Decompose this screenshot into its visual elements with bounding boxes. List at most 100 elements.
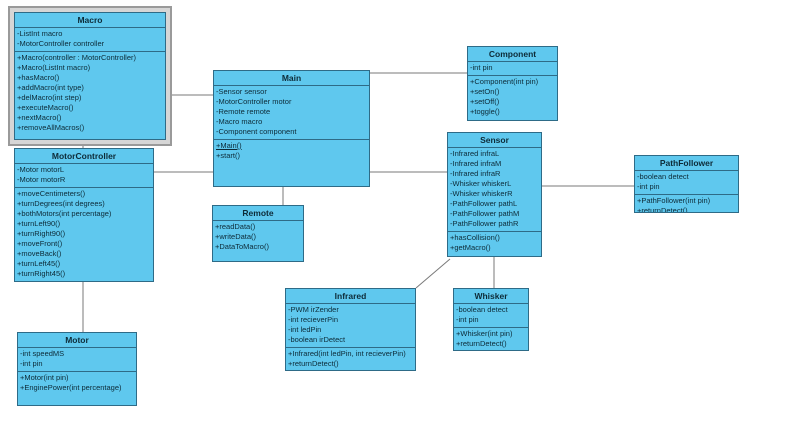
class-name-pathfollower: PathFollower	[635, 156, 738, 171]
methods-compartment-macro: +Macro(controller : MotorController)+Mac…	[15, 52, 165, 135]
method-line: +turnLeft90()	[17, 219, 61, 228]
attribute-line: -int speedMS	[20, 349, 65, 358]
method-line: +setOn()	[470, 87, 500, 96]
uml-class-macro[interactable]: Macro-ListInt macro-MotorController cont…	[14, 12, 166, 140]
method-line: +hasMacro()	[17, 73, 60, 82]
method-line: +hasCollision()	[450, 233, 500, 242]
method-line: +EnginePower(int percentage)	[20, 383, 122, 392]
attribute-line: -PathFollower pathR	[450, 219, 519, 228]
attribute-line: -MotorController motor	[216, 97, 292, 106]
attribute-line: -Motor motorL	[17, 165, 65, 174]
class-name-whisker: Whisker	[454, 289, 528, 304]
attributes-compartment-motorcontroller: -Motor motorL-Motor motorR	[15, 164, 153, 188]
connector-sensor-infrared[interactable]	[415, 258, 451, 289]
attributes-compartment-whisker: -boolean detect-int pin	[454, 304, 528, 328]
attribute-line: -MotorController controller	[17, 39, 105, 48]
uml-class-main[interactable]: Main-Sensor sensor-MotorController motor…	[213, 70, 370, 187]
method-line: +turnDegrees(int degrees)	[17, 199, 105, 208]
methods-compartment-infrared: +Infrared(int ledPin, int recieverPin)+r…	[286, 348, 415, 370]
method-line: +bothMotors(int percentage)	[17, 209, 112, 218]
uml-class-remote[interactable]: Remote+readData()+writeData()+DataToMacr…	[212, 205, 304, 262]
attribute-line: -Whisker whiskerL	[450, 179, 512, 188]
method-line: +returnDetect()	[637, 206, 688, 213]
methods-compartment-remote: +readData()+writeData()+DataToMacro()	[213, 221, 303, 254]
class-name-main: Main	[214, 71, 369, 86]
method-line: +executeMacro()	[17, 103, 74, 112]
methods-compartment-motor: +Motor(int pin)+EnginePower(int percenta…	[18, 372, 136, 395]
attribute-line: -Infrared infraL	[450, 149, 500, 158]
uml-class-sensor[interactable]: Sensor-Infrared infraL-Infrared infraM-I…	[447, 132, 542, 257]
uml-class-pathfollower[interactable]: PathFollower-boolean detect-int pin+Path…	[634, 155, 739, 213]
attribute-line: -int ledPin	[288, 325, 322, 334]
method-line: +turnRight90()	[17, 229, 66, 238]
attributes-compartment-main: -Sensor sensor-MotorController motor-Rem…	[214, 86, 369, 140]
methods-compartment-main: +Main()+start()	[214, 140, 369, 163]
method-line: +nextMacro()	[17, 113, 62, 122]
method-line: +returnDetect()	[456, 339, 507, 348]
methods-compartment-whisker: +Whisker(int pin)+returnDetect()	[454, 328, 528, 350]
method-line: +turnRight45()	[17, 269, 66, 278]
method-line: +moveBack()	[17, 249, 62, 258]
class-name-motor: Motor	[18, 333, 136, 348]
class-name-sensor: Sensor	[448, 133, 541, 148]
method-line: +readData()	[215, 222, 256, 231]
attribute-line: -int pin	[456, 315, 479, 324]
uml-class-infrared[interactable]: Infrared-PWM irZender-int recieverPin-in…	[285, 288, 416, 371]
class-name-motorcontroller: MotorController	[15, 149, 153, 164]
attribute-line: -int recieverPin	[288, 315, 339, 324]
method-line: +setOff()	[470, 97, 500, 106]
methods-compartment-motorcontroller: +moveCentimeters()+turnDegrees(int degre…	[15, 188, 153, 281]
methods-compartment-pathfollower: +PathFollower(int pin)+returnDetect()	[635, 195, 738, 213]
method-line: +start()	[216, 151, 240, 160]
method-line: +addMacro(int type)	[17, 83, 84, 92]
method-line: +removeAllMacros()	[17, 123, 85, 132]
attribute-line: -Sensor sensor	[216, 87, 267, 96]
method-line: +Whisker(int pin)	[456, 329, 513, 338]
attributes-compartment-component: -int pin	[468, 62, 557, 76]
method-line: +turnLeft45()	[17, 259, 61, 268]
attribute-line: -Macro macro	[216, 117, 263, 126]
attributes-compartment-macro: -ListInt macro-MotorController controlle…	[15, 28, 165, 52]
attributes-compartment-infrared: -PWM irZender-int recieverPin-int ledPin…	[286, 304, 415, 348]
method-line: +Infrared(int ledPin, int recieverPin)	[288, 349, 406, 358]
method-line: +getMacro()	[450, 243, 491, 252]
attribute-line: -Motor motorR	[17, 175, 66, 184]
attribute-line: -Remote remote	[216, 107, 271, 116]
method-line: +writeData()	[215, 232, 257, 241]
class-name-infrared: Infrared	[286, 289, 415, 304]
attribute-line: -PathFollower pathL	[450, 199, 518, 208]
class-name-macro: Macro	[15, 13, 165, 28]
method-line: +Main()	[216, 141, 242, 150]
attribute-line: -Component component	[216, 127, 297, 136]
attribute-line: -int pin	[20, 359, 43, 368]
method-line: +PathFollower(int pin)	[637, 196, 711, 205]
attribute-line: -int pin	[637, 182, 660, 191]
uml-class-motorcontroller[interactable]: MotorController-Motor motorL-Motor motor…	[14, 148, 154, 282]
attribute-line: -boolean irDetect	[288, 335, 346, 344]
attribute-line: -int pin	[470, 63, 493, 72]
uml-class-whisker[interactable]: Whisker-boolean detect-int pin+Whisker(i…	[453, 288, 529, 351]
attribute-line: -Infrared infraR	[450, 169, 501, 178]
method-line: +returnDetect()	[288, 359, 339, 368]
methods-compartment-sensor: +hasCollision()+getMacro()	[448, 232, 541, 255]
attribute-line: -boolean detect	[456, 305, 508, 314]
method-line: +moveCentimeters()	[17, 189, 86, 198]
method-line: +Macro(controller : MotorController)	[17, 53, 136, 62]
method-line: +DataToMacro()	[215, 242, 269, 251]
uml-class-component[interactable]: Component-int pin +Component(int pin)+set…	[467, 46, 558, 121]
attribute-line: -Whisker whiskerR	[450, 189, 513, 198]
uml-class-motor[interactable]: Motor-int speedMS-int pin+Motor(int pin)…	[17, 332, 137, 406]
attribute-line: -boolean detect	[637, 172, 689, 181]
methods-compartment-component: +Component(int pin)+setOn()+setOff()+tog…	[468, 76, 557, 119]
attributes-compartment-sensor: -Infrared infraL-Infrared infraM-Infrare…	[448, 148, 541, 232]
class-name-remote: Remote	[213, 206, 303, 221]
method-line: +Macro(ListInt macro)	[17, 63, 91, 72]
attributes-compartment-motor: -int speedMS-int pin	[18, 348, 136, 372]
method-line: +Motor(int pin)	[20, 373, 69, 382]
attribute-line: -PWM irZender	[288, 305, 339, 314]
method-line: +delMacro(int step)	[17, 93, 82, 102]
class-name-component: Component	[468, 47, 557, 62]
attribute-line: -Infrared infraM	[450, 159, 502, 168]
attributes-compartment-pathfollower: -boolean detect-int pin	[635, 171, 738, 195]
